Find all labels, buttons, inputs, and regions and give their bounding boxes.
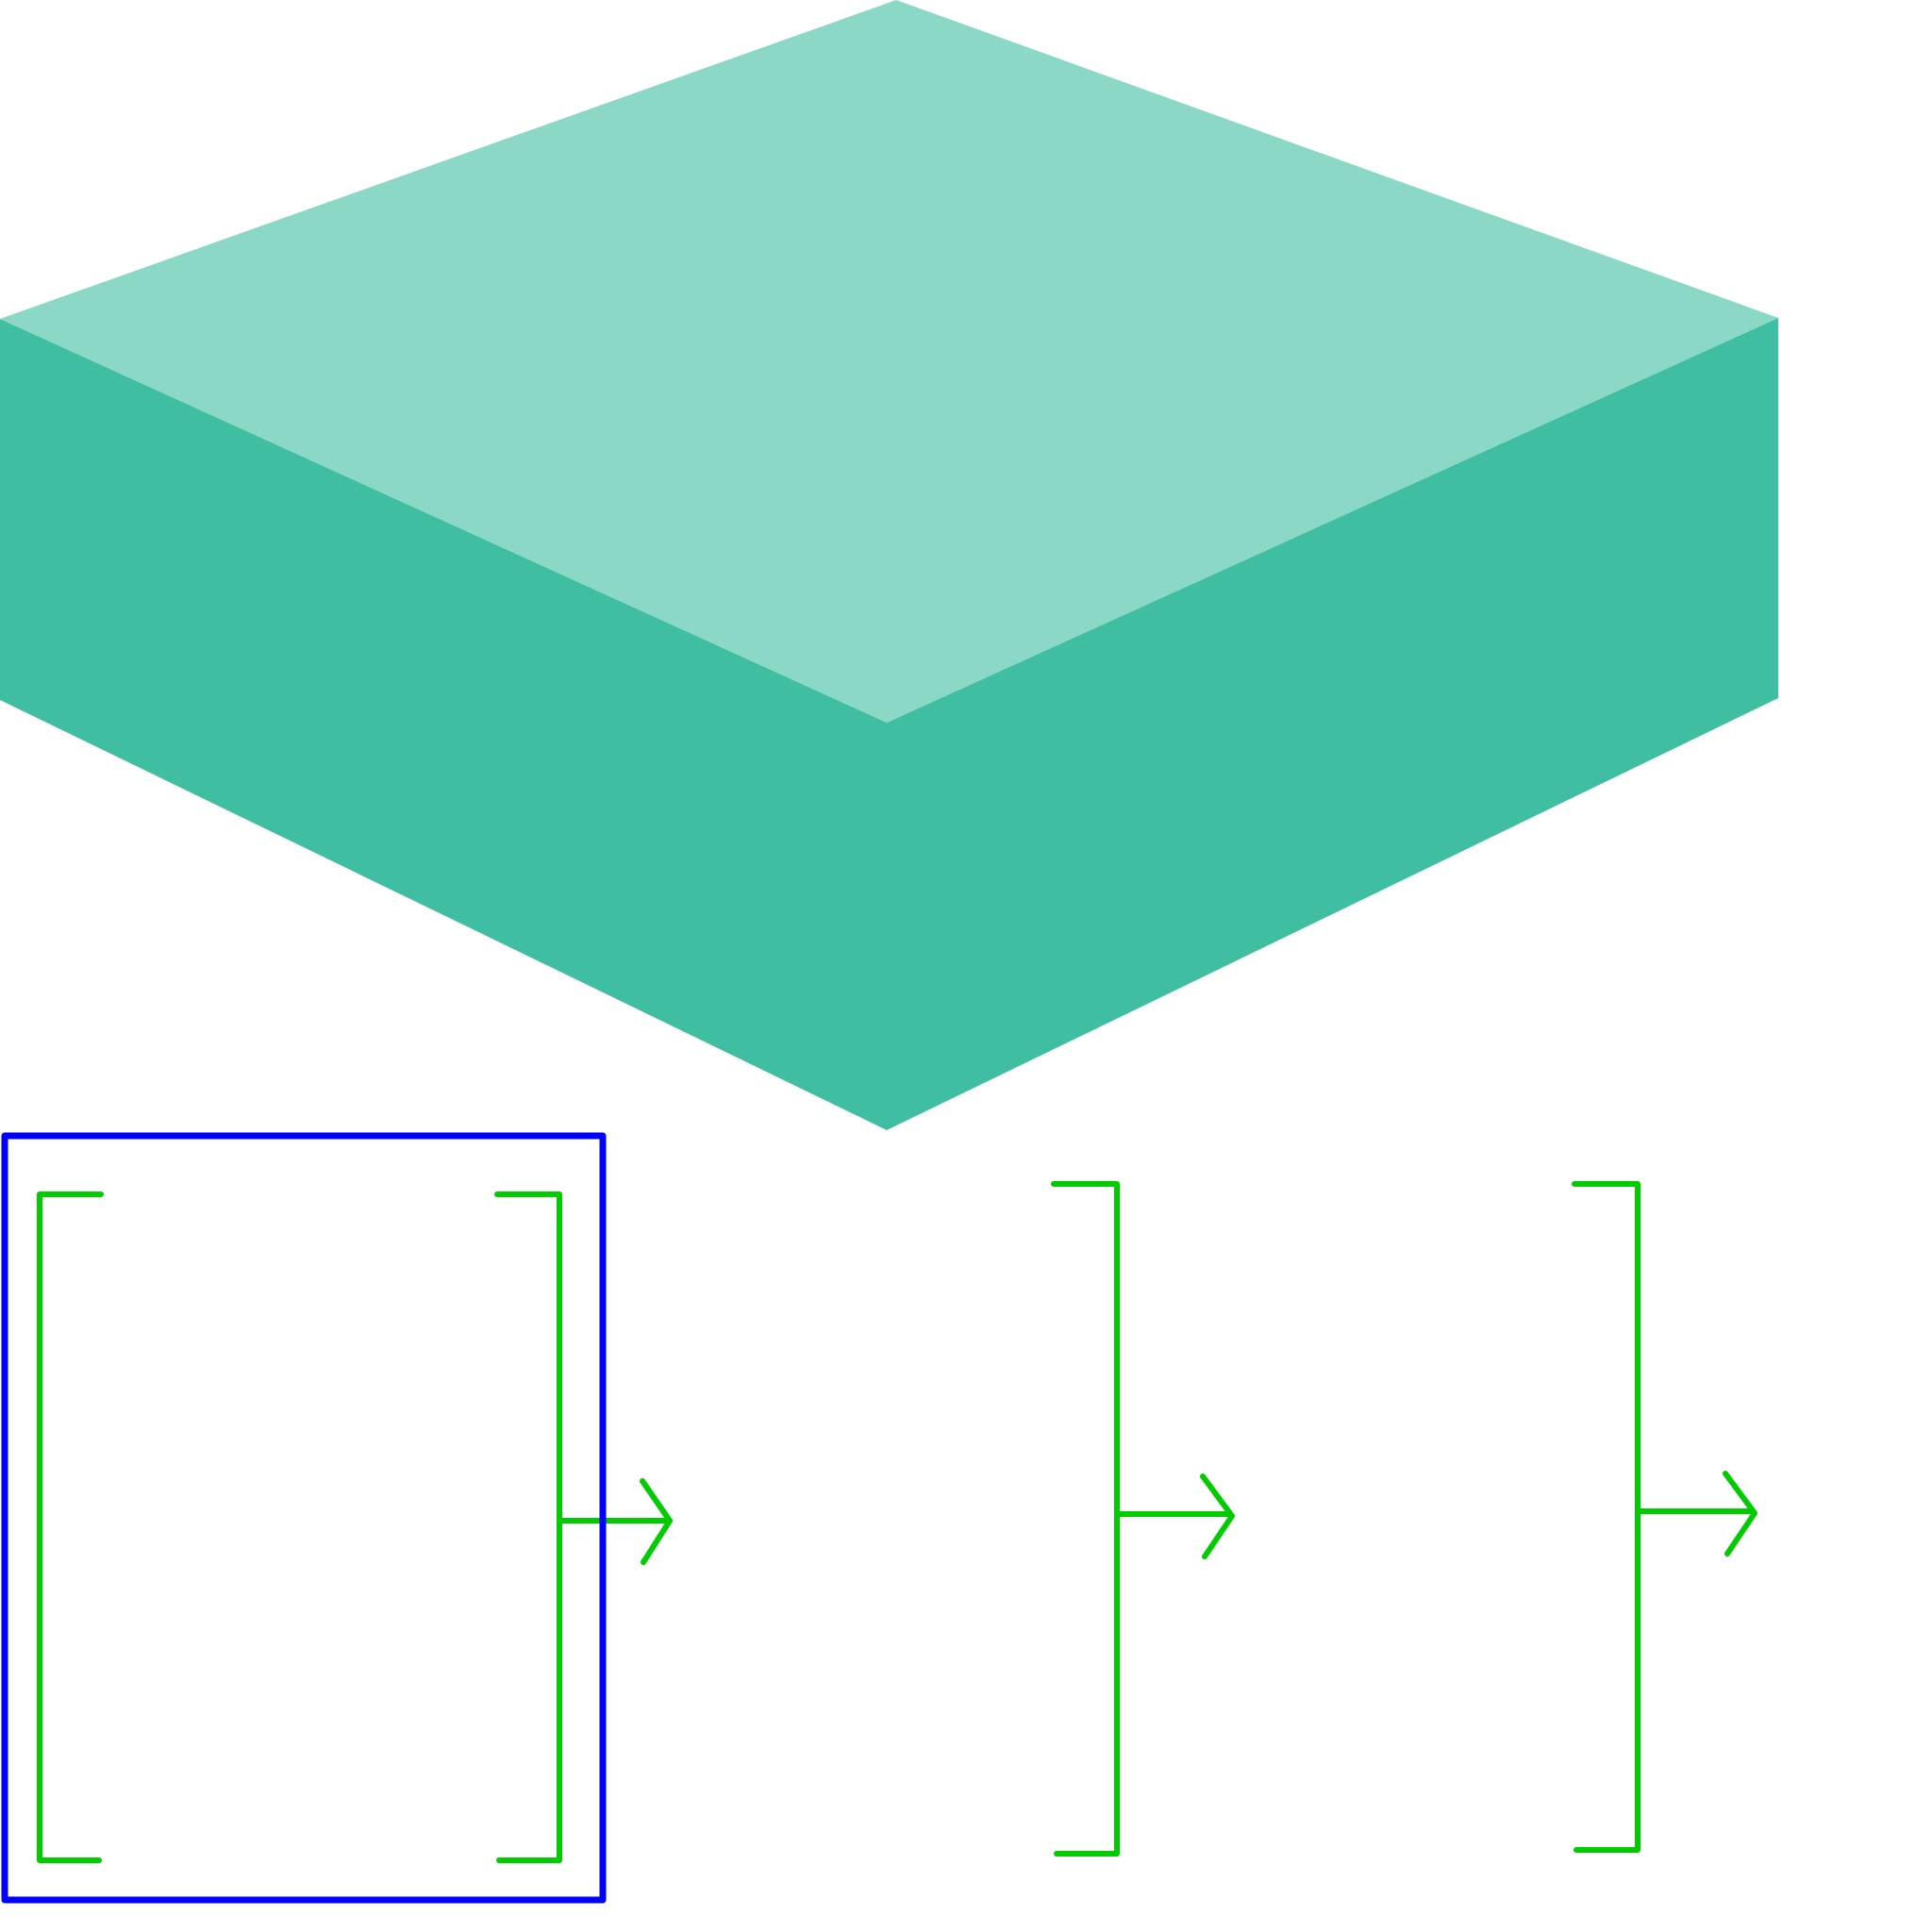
right-arrow-icon xyxy=(1635,1471,1757,1557)
left-bracket xyxy=(37,1191,104,1863)
isometric-slab[interactable] xyxy=(0,0,1778,1130)
bracket-pair-selected[interactable] xyxy=(1,1132,673,1904)
right-arrow-icon xyxy=(1114,1474,1235,1559)
bracket-right-2[interactable] xyxy=(1572,1181,1757,1853)
selection-box[interactable] xyxy=(1,1132,607,1904)
bracket-right-1[interactable] xyxy=(1051,1181,1235,1857)
right-bracket xyxy=(1572,1181,1641,1853)
right-bracket xyxy=(1051,1181,1120,1857)
right-bracket xyxy=(494,1191,562,1863)
slab-right-face xyxy=(887,318,1778,1130)
slab-top-face xyxy=(0,0,1778,723)
slab-left-face xyxy=(0,319,887,1130)
right-arrow-icon xyxy=(557,1478,673,1565)
